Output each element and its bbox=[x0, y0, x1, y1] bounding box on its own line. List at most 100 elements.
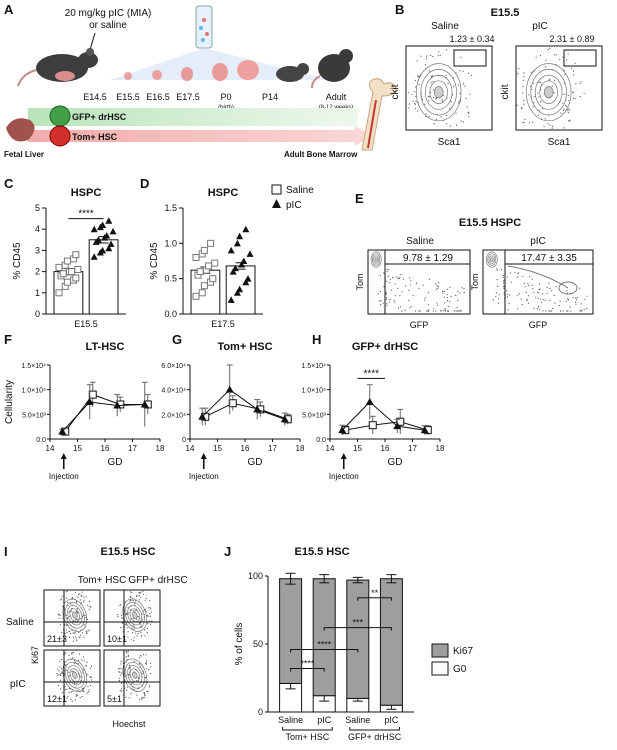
data-point bbox=[85, 398, 94, 405]
flow-event-dot bbox=[563, 127, 565, 129]
flow-event-dot bbox=[456, 306, 458, 309]
flow-event-dot bbox=[562, 102, 564, 104]
flow-event-dot bbox=[549, 310, 551, 312]
flow-event-dot bbox=[547, 123, 549, 125]
flow-event-dot bbox=[554, 302, 556, 304]
x-tick-label: Saline bbox=[278, 715, 303, 725]
flow-event-dot bbox=[457, 290, 459, 292]
i-quadrant-value: 12±1 bbox=[47, 694, 67, 704]
data-point bbox=[420, 426, 429, 434]
data-point bbox=[227, 246, 235, 254]
flow-event-dot bbox=[462, 83, 465, 85]
flow-event-dot bbox=[541, 293, 544, 295]
i-xlabel: Hoechst bbox=[112, 719, 146, 729]
flow-event-dot bbox=[147, 623, 149, 625]
flow-event-dot bbox=[71, 610, 73, 612]
flow-event-dot bbox=[78, 594, 80, 596]
flow-event-dot bbox=[435, 98, 437, 100]
flow-event-dot bbox=[412, 294, 414, 296]
flow-event-dot bbox=[517, 295, 519, 297]
flow-event-dot bbox=[470, 74, 472, 76]
flow-event-dot bbox=[521, 303, 523, 306]
flow-event-dot bbox=[562, 56, 564, 58]
flow-event-dot bbox=[569, 109, 571, 111]
flow-event-dot bbox=[386, 305, 388, 307]
x-tick-label: E15.5 bbox=[74, 319, 98, 329]
flow-event-dot bbox=[450, 101, 452, 103]
flow-event-dot bbox=[542, 299, 544, 301]
flow-event-dot bbox=[389, 299, 391, 301]
flow-event-dot bbox=[533, 291, 535, 293]
data-point bbox=[55, 263, 63, 271]
flow-event-dot bbox=[464, 85, 466, 87]
flow-event-dot bbox=[575, 301, 577, 303]
data-point bbox=[63, 257, 71, 265]
flow-event-dot bbox=[67, 601, 69, 603]
flow-event-dot bbox=[523, 76, 525, 78]
flow-event-dot bbox=[509, 272, 511, 274]
flow-event-dot bbox=[129, 599, 131, 601]
legend-saline-label: Saline bbox=[286, 185, 314, 196]
flow-event-dot bbox=[532, 121, 534, 123]
flow-event-dot bbox=[544, 299, 546, 301]
flow-event-dot bbox=[460, 120, 462, 122]
e-gate-value: 9.78 ± 1.29 bbox=[403, 253, 453, 264]
flow-event-dot bbox=[139, 592, 141, 594]
flow-event-dot bbox=[88, 629, 90, 631]
flow-event-dot bbox=[538, 288, 540, 290]
stage-label: Adult bbox=[326, 92, 347, 102]
flow-event-dot bbox=[388, 269, 390, 271]
flow-event-dot bbox=[132, 610, 134, 612]
flow-event-dot bbox=[70, 691, 72, 693]
flow-event-dot bbox=[78, 631, 80, 634]
flow-event-dot bbox=[60, 659, 63, 661]
flow-event-dot bbox=[442, 290, 444, 292]
flow-contour bbox=[507, 265, 569, 289]
flow-event-dot bbox=[433, 123, 435, 125]
flow-event-dot bbox=[527, 302, 530, 304]
flow-event-dot bbox=[539, 55, 542, 57]
flow-event-dot bbox=[79, 634, 81, 636]
flow-event-dot bbox=[89, 605, 91, 607]
flow-event-dot bbox=[579, 287, 581, 289]
flow-event-dot bbox=[536, 308, 539, 310]
data-point bbox=[242, 278, 250, 286]
flow-event-dot bbox=[545, 310, 547, 312]
flow-event-dot bbox=[65, 669, 67, 672]
flow-event-dot bbox=[68, 654, 70, 657]
e-gate-box bbox=[384, 249, 471, 265]
flow-contour bbox=[129, 608, 140, 623]
flow-event-dot bbox=[85, 631, 87, 633]
flow-contour bbox=[67, 665, 83, 686]
flow-event-dot bbox=[572, 97, 575, 99]
flow-event-dot bbox=[76, 639, 78, 642]
flow-event-dot bbox=[435, 288, 437, 290]
y-tick-label: 0 bbox=[258, 707, 263, 717]
flow-event-dot bbox=[130, 596, 132, 599]
flow-event-dot bbox=[75, 661, 77, 663]
flow-event-dot bbox=[90, 665, 92, 667]
flow-event-dot bbox=[383, 286, 385, 288]
flow-event-dot bbox=[447, 82, 449, 85]
flow-event-dot bbox=[150, 623, 152, 625]
flow-event-dot bbox=[136, 635, 138, 637]
flow-event-dot bbox=[68, 611, 70, 613]
bone-icon bbox=[361, 78, 397, 151]
data-point bbox=[113, 401, 122, 409]
bar-ki67 bbox=[312, 578, 336, 697]
flow-event-dot bbox=[425, 116, 427, 118]
flow-event-dot bbox=[570, 67, 573, 69]
flow-event-dot bbox=[150, 666, 152, 668]
data-point bbox=[55, 289, 63, 297]
y-tick-label: 0.0 bbox=[164, 309, 177, 319]
flow-event-dot bbox=[79, 593, 81, 595]
flow-event-dot bbox=[502, 280, 505, 282]
y-tick-label: 100 bbox=[248, 571, 263, 581]
flow-event-dot bbox=[566, 310, 568, 312]
flow-event-dot bbox=[533, 102, 535, 104]
y-tick-label: 2.0×10⁴ bbox=[161, 412, 186, 419]
flow-event-dot bbox=[414, 103, 416, 105]
flow-event-dot bbox=[432, 81, 434, 83]
flow-event-dot bbox=[459, 292, 461, 294]
flow-event-dot bbox=[429, 92, 432, 94]
